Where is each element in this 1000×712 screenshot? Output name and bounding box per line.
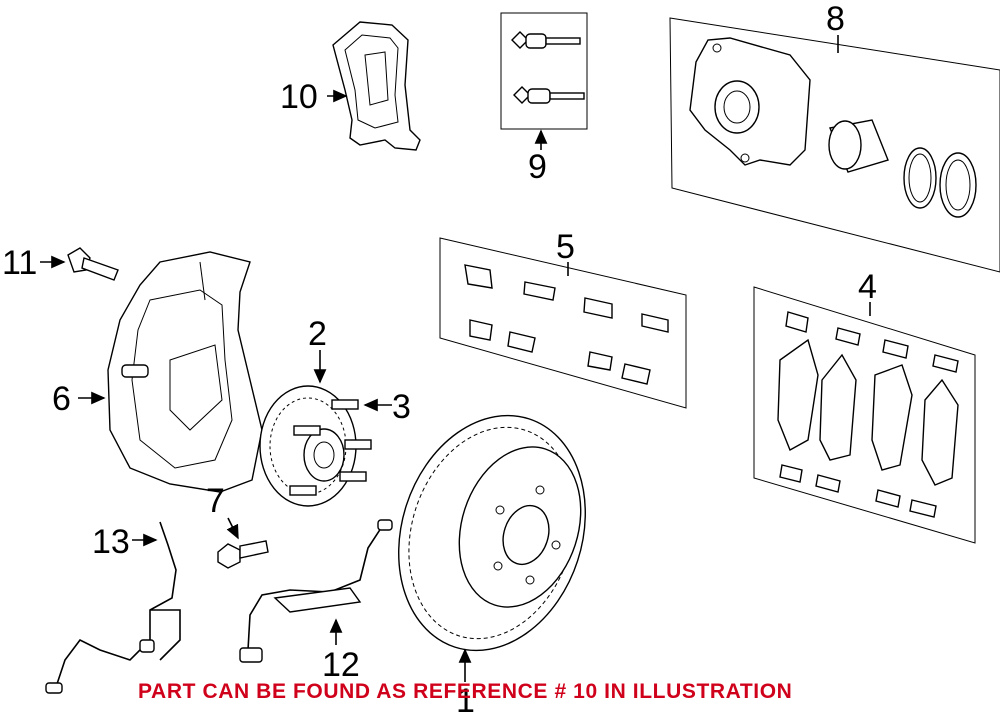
abs-sensor-harness-part[interactable] — [239, 519, 393, 663]
callout-12: 12 — [322, 646, 360, 684]
brake-pad-set-part[interactable] — [753, 286, 976, 544]
caliper-bracket-part[interactable] — [332, 21, 421, 151]
callout-9: 9 — [528, 148, 547, 186]
pad-hardware-kit-part[interactable] — [439, 237, 687, 409]
wheel-hub-part[interactable] — [259, 385, 357, 507]
callout-13: 13 — [92, 523, 130, 561]
callout-3: 3 — [392, 388, 411, 426]
dust-shield-part[interactable] — [107, 251, 263, 493]
abs-sensor-wire-part[interactable] — [45, 521, 181, 694]
callout-6: 6 — [52, 380, 71, 418]
callout-1: 1 — [456, 682, 475, 712]
callout-5: 5 — [556, 228, 575, 266]
callout-11: 11 — [2, 244, 37, 282]
reference-notice: PART CAN BE FOUND AS REFERENCE # 10 IN I… — [138, 680, 793, 703]
callout-10: 10 — [280, 78, 318, 116]
wheel-stud-part[interactable] — [289, 399, 372, 496]
brake-rotor-part[interactable] — [369, 391, 614, 675]
callout-4: 4 — [858, 268, 877, 306]
caliper-assembly-part[interactable] — [669, 17, 1000, 273]
mounting-bolt-part[interactable] — [67, 247, 119, 281]
caliper-bolt-part[interactable] — [217, 540, 269, 569]
callout-8: 8 — [826, 0, 845, 38]
guide-pin-kit-part[interactable] — [500, 12, 588, 130]
callout-2: 2 — [308, 315, 327, 353]
callout-7: 7 — [206, 482, 225, 520]
